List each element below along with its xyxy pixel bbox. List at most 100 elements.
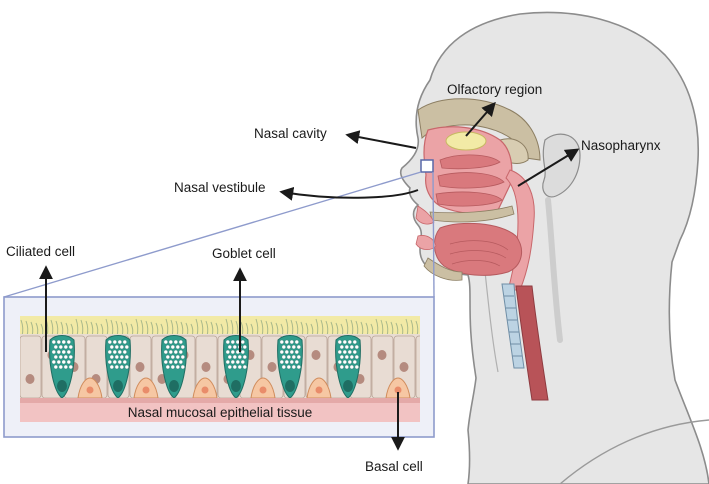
mucin-granule (51, 339, 56, 345)
mucin-granule (58, 344, 63, 350)
goblet-cell (161, 335, 187, 399)
mucin-granule (175, 364, 181, 370)
mucin-granule (286, 344, 291, 350)
goblet-nucleus (57, 380, 67, 392)
mucin-granule (173, 339, 179, 345)
mucin-granule (122, 349, 128, 355)
cell-nucleus (201, 362, 211, 372)
mucin-granule (66, 339, 72, 345)
mucin-granule (289, 359, 294, 365)
mucin-granule (352, 349, 357, 355)
mucin-granule (349, 354, 354, 360)
mucin-granule (178, 339, 184, 345)
lamina-propria (20, 403, 420, 422)
mucin-granule (51, 359, 56, 365)
basal-nucleus (201, 386, 209, 394)
nasal-vestibule-arrow (279, 186, 419, 201)
mucin-granule (237, 364, 243, 370)
mucin-granule (240, 359, 246, 365)
zoom-callout (3, 159, 435, 298)
basal-cell (192, 377, 218, 399)
olfactory-region-arrow (465, 101, 496, 137)
shoulder-curve (559, 419, 709, 484)
mucin-granule (51, 349, 56, 355)
mucin-granule (337, 349, 342, 355)
mucin-granule (281, 344, 286, 350)
nasal-mucosal-epithelial-tissue-label: Nasal mucosal epithelial tissue (128, 405, 313, 420)
mucin-granule (56, 359, 61, 365)
mucin-granule (349, 364, 354, 370)
mucin-granule (242, 344, 248, 350)
mucin-granule (170, 354, 176, 360)
cell-nucleus (377, 350, 387, 360)
mucin-granule (279, 349, 284, 355)
tongue-striations (449, 240, 509, 267)
mucin-granule (117, 349, 123, 355)
mucin-granule (296, 344, 301, 350)
turbinate-middle (437, 172, 505, 189)
mucin-granule (284, 349, 289, 355)
mucin-granule (337, 359, 342, 365)
goblet-nucleus (343, 380, 353, 392)
mucin-granule (168, 349, 174, 355)
zoom-line-right (432, 171, 435, 298)
mucin-granule (165, 364, 171, 370)
mucin-granule (237, 354, 243, 360)
mucin-granule (170, 364, 176, 370)
turbinate-upper (439, 154, 501, 170)
mucin-granule (170, 344, 176, 350)
mucin-granule (168, 359, 174, 365)
mucin-granule (178, 359, 184, 365)
mucin-granule (352, 359, 357, 365)
mucin-granule (112, 339, 118, 345)
mucin-granule (175, 344, 181, 350)
mucin-granule (347, 339, 352, 345)
mucin-granule (114, 354, 120, 360)
mucin-granule (230, 359, 236, 365)
mucin-granule (61, 359, 66, 365)
mucin-granule (232, 354, 238, 360)
mucin-granule (347, 349, 352, 355)
mucin-granule (240, 349, 246, 355)
mucin-granule (163, 359, 169, 365)
mucin-granule (56, 349, 61, 355)
mucin-granule (119, 354, 125, 360)
mucin-granule (294, 359, 299, 365)
mucin-granule (107, 339, 113, 345)
mucin-granule (344, 344, 349, 350)
esophagus (515, 285, 549, 401)
cell-nucleus (25, 374, 35, 384)
mucin-granule (349, 344, 354, 350)
basal-cell (385, 377, 411, 399)
mucin-granule (124, 344, 130, 350)
skull-base-bone (417, 98, 541, 161)
mucin-granule (63, 354, 69, 360)
mucin-granule (109, 344, 115, 350)
mucin-granule (68, 344, 74, 350)
turbinate-lower (435, 191, 503, 207)
mucin-granule (119, 364, 125, 370)
mucin-granule (235, 359, 241, 365)
mucin-granule (342, 359, 347, 365)
mucin-granule (232, 344, 238, 350)
olfactory-region-label: Olfactory region (447, 82, 542, 97)
mucin-granule (66, 349, 72, 355)
mucin-granule (109, 354, 115, 360)
ciliated-cell (415, 335, 420, 399)
mucin-granule (354, 364, 359, 370)
mucin-granule (354, 344, 359, 350)
mucin-granule (296, 364, 301, 370)
mucin-granule (53, 344, 58, 350)
goblet-nucleus (113, 380, 123, 392)
mucin-granule (294, 349, 299, 355)
lower-lip (415, 235, 437, 250)
goblet-cell (277, 335, 303, 399)
mucin-granule (124, 354, 130, 360)
mucin-granule (122, 339, 128, 345)
mucin-granule (242, 364, 248, 370)
mucin-granule (225, 339, 231, 345)
mucin-granule (230, 349, 236, 355)
goblet-cell (223, 335, 249, 399)
mucin-granule (175, 354, 181, 360)
cell-nucleus (135, 362, 145, 372)
